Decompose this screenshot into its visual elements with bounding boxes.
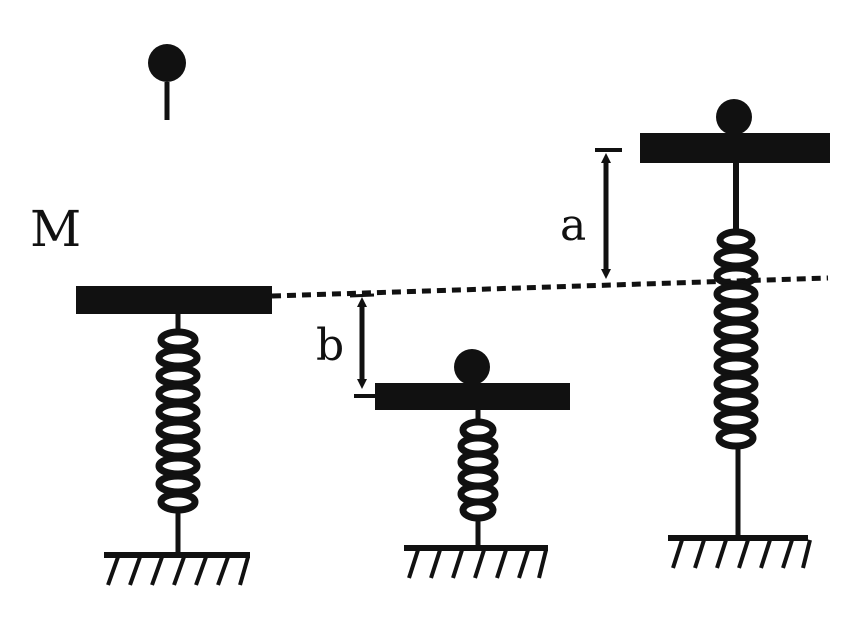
middle-spring-system bbox=[375, 349, 570, 579]
gap-b-arrow bbox=[349, 293, 376, 398]
right-ball bbox=[716, 99, 752, 135]
right-spring bbox=[713, 228, 759, 450]
reference-line bbox=[271, 275, 829, 299]
left-plate bbox=[76, 286, 272, 314]
right-plate bbox=[640, 133, 830, 163]
left-spring bbox=[155, 328, 201, 514]
falling-ball bbox=[148, 44, 186, 120]
middle-ball bbox=[454, 349, 490, 385]
left-ground bbox=[104, 552, 250, 586]
gap-a-arrow bbox=[595, 148, 622, 279]
middle-spring bbox=[457, 418, 499, 522]
middle-ground bbox=[404, 545, 548, 579]
gap-b-label: b bbox=[316, 320, 344, 371]
right-ground bbox=[668, 535, 812, 569]
gap-a-label: a bbox=[560, 200, 586, 251]
right-spring-system bbox=[640, 99, 830, 569]
mass-label: M bbox=[30, 200, 81, 258]
middle-plate bbox=[375, 383, 570, 410]
left-spring-system bbox=[76, 286, 272, 586]
